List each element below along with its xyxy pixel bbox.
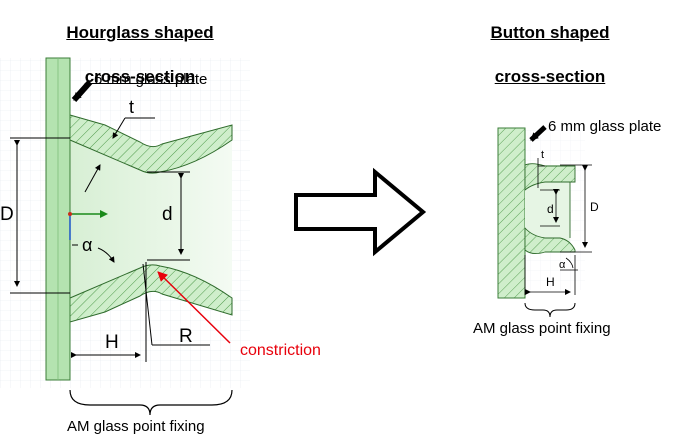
right-dim-alpha: α [559,259,566,271]
right-fixing-label: AM glass point fixing [473,320,611,337]
left-glass-plate-arrow [71,80,93,102]
right-upper-flange [524,163,576,191]
right-hollow-arrow-icon [294,167,427,257]
right-title: Button shaped cross-section [460,0,640,88]
left-dimensions [10,117,210,362]
left-dim-alpha: α [82,235,93,255]
left-title: Hourglass shaped cross-section [50,0,230,88]
left-title-line1: Hourglass shaped [66,23,214,42]
left-axis-marker [68,210,108,240]
right-glass-plate-label: 6 mm glass plate [548,118,662,135]
right-dimensions [524,158,592,295]
left-fixing-bracket [69,389,233,416]
constriction-arrow [157,271,231,344]
right-dim-d: d [547,202,554,216]
right-fixing-bracket [524,302,576,318]
left-dim-H: H [105,332,119,353]
left-dim-D: D [0,204,14,225]
right-glass-plate-arrow [529,125,547,142]
right-panel [497,125,592,318]
right-title-line2: cross-section [494,67,606,86]
constriction-label: constriction [240,342,321,359]
left-title-line2: cross-section [84,67,196,86]
left-dim-R: R [179,326,193,347]
left-fixing-label: AM glass point fixing [67,418,205,435]
left-upper-wall [69,114,233,174]
right-button-body [525,165,570,250]
right-title-line1: Button shaped [490,23,610,42]
right-glass-plate [497,127,526,299]
right-dim-D: D [590,200,599,214]
right-lower-flange [524,226,576,255]
left-glass-plate-label: 6 mm glass plate [94,71,208,88]
left-panel [0,57,250,416]
right-dim-t: t [541,149,545,161]
left-dim-t: t [129,97,135,117]
right-dim-H: H [546,275,555,289]
left-dim-d: d [162,204,173,225]
